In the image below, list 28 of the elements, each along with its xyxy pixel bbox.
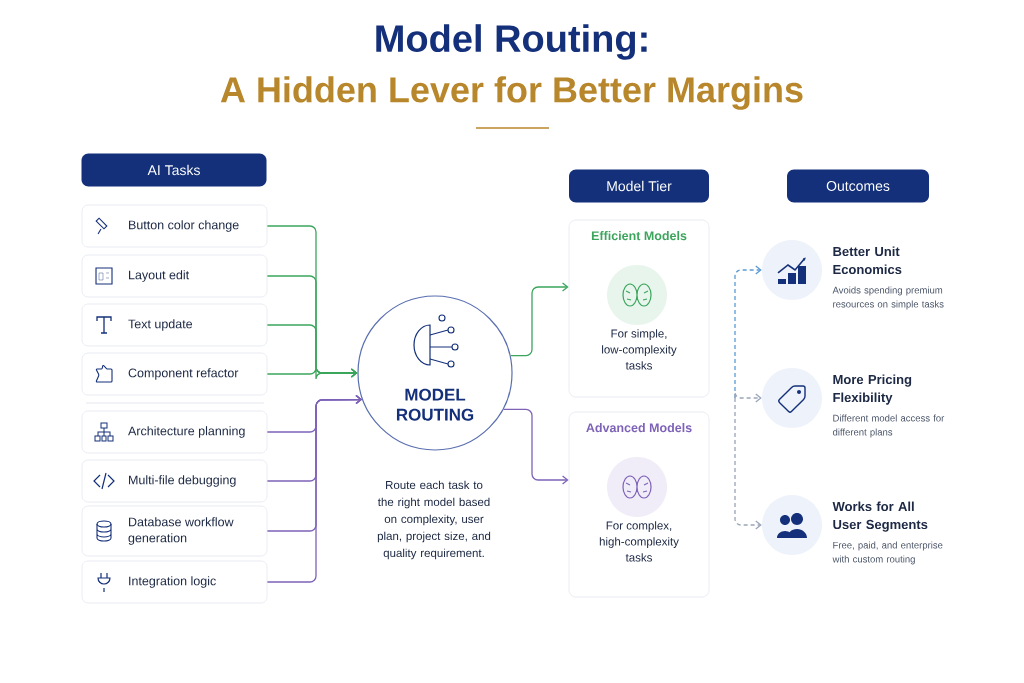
title: Model Routing: bbox=[376, 24, 647, 60]
outcome-description: Free, paid, and enterprise with custom routing bbox=[832, 541, 943, 565]
outcome-description: Different model access for different plans bbox=[832, 414, 945, 438]
header-pill: Model Tier bbox=[569, 169, 709, 203]
icon-circle bbox=[762, 368, 822, 428]
outcome-heading: Works for All User Segments bbox=[832, 501, 928, 532]
header-pill: AI Tasks bbox=[81, 153, 267, 187]
subtitle: A Hidden Lever for Better Margins bbox=[220, 76, 803, 110]
task-box: Component refactor bbox=[81, 352, 268, 396]
task-box: Button color change bbox=[81, 204, 268, 248]
header-pill: Outcomes bbox=[787, 169, 929, 203]
connector-arrow bbox=[734, 391, 762, 403]
icon-circle bbox=[762, 240, 822, 300]
outcome-heading: More Pricing Flexibility bbox=[833, 374, 912, 405]
connector-arrow bbox=[734, 397, 762, 530]
connector-arrow bbox=[266, 367, 358, 380]
task-box: Text update bbox=[81, 303, 268, 347]
connector-arrow bbox=[509, 282, 569, 357]
task-box: Multi-file debugging bbox=[81, 459, 268, 503]
outcome-description: Avoids spending premium resources on simple tasks bbox=[832, 286, 944, 310]
task-box: Database workflow generation bbox=[81, 505, 268, 557]
task-box: Architecture planning bbox=[81, 410, 268, 454]
connector-arrow bbox=[266, 394, 363, 583]
task-box: Layout edit bbox=[81, 254, 268, 298]
connector-arrow bbox=[502, 408, 569, 485]
task-box: Integration logic bbox=[81, 560, 268, 604]
description-text: Route each task to the right model based on complexity, user plan, project size, and quality requirement. bbox=[377, 480, 491, 560]
outcome-heading: Better Unit Economics bbox=[833, 246, 902, 275]
